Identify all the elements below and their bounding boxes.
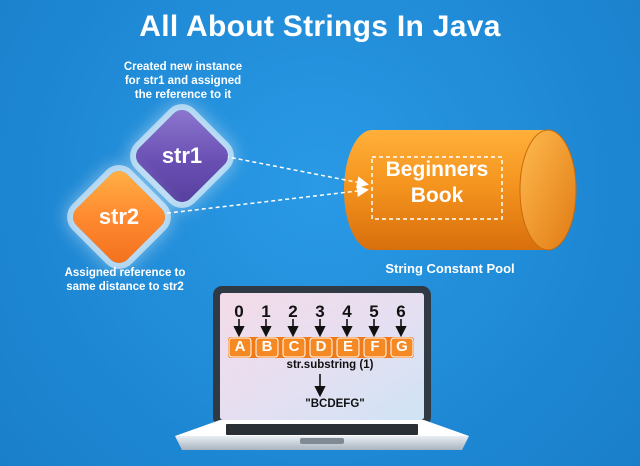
char-cell: D (315, 338, 327, 355)
char-cell: G (396, 338, 408, 355)
string-pool-label: String Constant Pool (385, 261, 515, 276)
substring-call-label: str.substring (1) (286, 359, 374, 371)
char-cell: F (370, 338, 380, 355)
char-cell: E (342, 338, 353, 355)
str2-note-line: same distance to str2 (66, 281, 184, 293)
str1-note-line: the reference to it (134, 89, 232, 101)
str2-note-line: Assigned reference to (64, 267, 186, 279)
string-cells (228, 337, 414, 358)
book-line: Beginners (385, 158, 489, 181)
index-label: 3 (315, 302, 325, 321)
index-label: 5 (369, 302, 379, 321)
index-label: 6 (396, 302, 406, 321)
char-cell: C (288, 338, 300, 355)
char-cell: A (234, 338, 246, 355)
str1-note: Created new instance for str1 and assign… (104, 60, 262, 102)
str1-note-line: Created new instance (123, 61, 243, 73)
pool-book-text: Beginners Book (372, 157, 502, 219)
str2-label: str2 (98, 204, 140, 229)
index-arrows (233, 319, 407, 338)
page-title: All About Strings In Java (139, 10, 501, 43)
string-pool-cylinder (344, 129, 577, 251)
str1-label: str1 (161, 143, 203, 168)
str2-note: Assigned reference to same distance to s… (55, 266, 195, 294)
char-cell: B (261, 338, 273, 355)
str1-note-line: for str1 and assigned (124, 75, 242, 87)
index-label: 2 (288, 302, 298, 321)
book-line: Book (410, 184, 464, 207)
index-label: 4 (342, 302, 352, 321)
index-label: 0 (234, 302, 244, 321)
substring-result-label: "BCDEFG" (305, 398, 365, 410)
str1-reference-arrow (217, 154, 369, 189)
index-label: 1 (261, 302, 271, 321)
